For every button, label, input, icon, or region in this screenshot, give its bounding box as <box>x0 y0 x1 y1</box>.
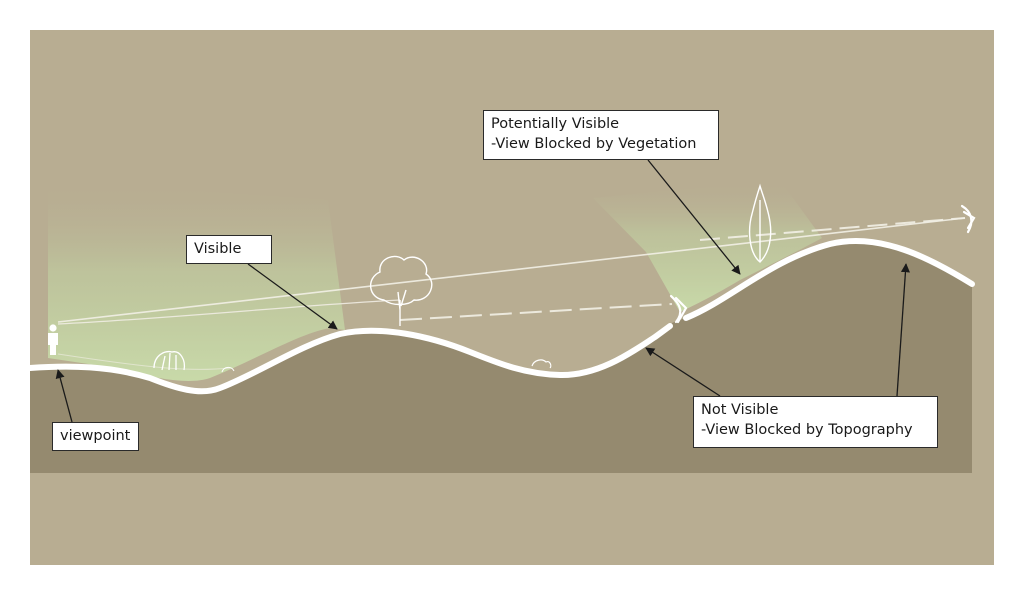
far-eye-icon <box>960 204 976 234</box>
label-not-visible-line2: -View Blocked by Topography <box>701 422 913 438</box>
label-visible-line1: Visible <box>194 241 242 257</box>
eye-icon <box>669 294 688 324</box>
label-not-visible-line1: Not Visible <box>701 402 779 418</box>
terrain-surface <box>27 323 673 395</box>
label-not-visible: Not Visible -View Blocked by Topography <box>693 396 938 448</box>
arrow-notvisible-right <box>896 263 910 397</box>
label-potentially-visible: Potentially Visible -View Blocked by Veg… <box>483 110 719 160</box>
arrow-viewpoint <box>55 369 73 423</box>
arrow-notvisible-left <box>645 347 721 397</box>
sightline-to-tree <box>57 299 401 325</box>
sightline-dashed-upper <box>699 217 966 241</box>
visible-zone-left <box>48 180 345 381</box>
arrow-potential <box>647 159 741 275</box>
shrub-icon <box>153 350 186 371</box>
conifer-tree-icon <box>748 183 772 263</box>
arrow-visible <box>247 263 338 330</box>
small-shrub-icon <box>531 359 552 369</box>
label-visible: Visible <box>186 235 272 264</box>
terrain-surface-right <box>683 238 975 321</box>
tree-icon <box>370 255 433 326</box>
label-potentially-visible-line2: -View Blocked by Vegetation <box>491 136 697 152</box>
small-bush-icon <box>221 366 235 373</box>
label-viewpoint-line1: viewpoint <box>60 428 131 444</box>
label-viewpoint: viewpoint <box>52 422 139 451</box>
label-potentially-visible-line1: Potentially Visible <box>491 116 620 132</box>
sightline-dashed-lower <box>399 303 673 321</box>
visible-zone-right <box>593 180 822 312</box>
sightline-ground <box>57 353 231 370</box>
person-icon <box>48 324 58 355</box>
sightline-upper <box>57 217 966 323</box>
